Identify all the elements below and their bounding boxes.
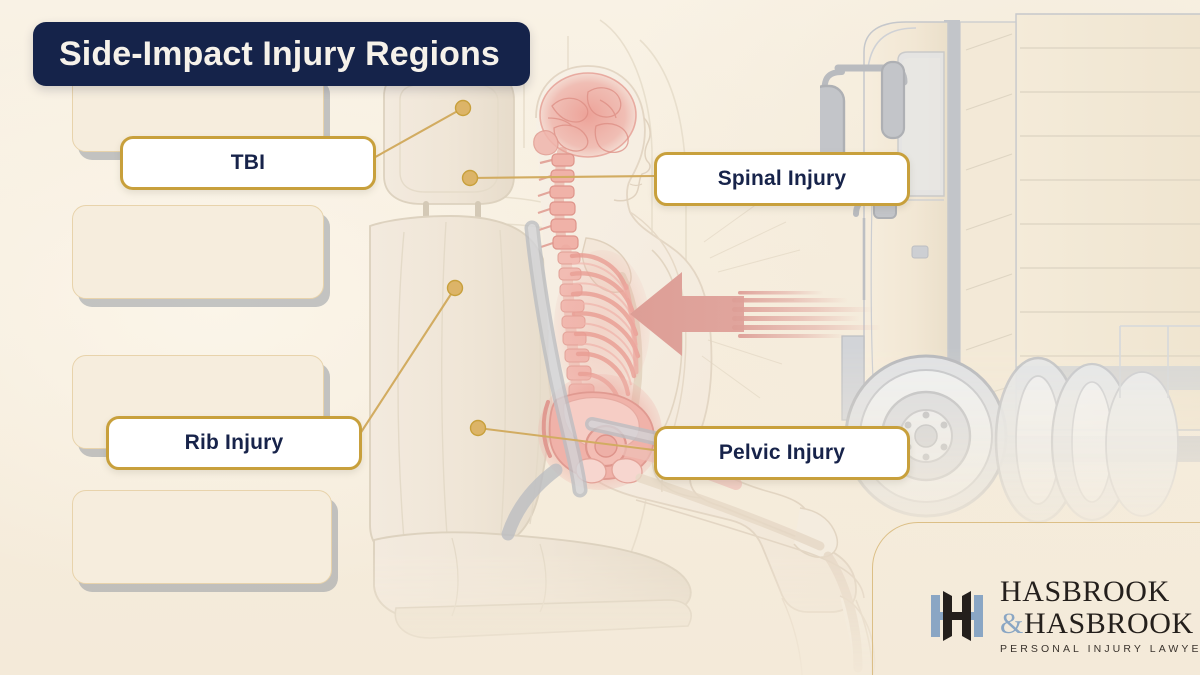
callout-spinal-injury[interactable]: Spinal Injury <box>654 152 910 206</box>
placeholder-card-second <box>72 205 324 299</box>
page-title: Side-Impact Injury Regions <box>33 22 530 86</box>
hasbrook-monogram-icon <box>931 590 983 641</box>
callout-tbi-label: TBI <box>230 151 266 174</box>
logo-tagline: PERSONAL INJURY LAWYERS <box>1000 643 1200 655</box>
logo-ampersand: & <box>1000 607 1024 640</box>
callout-spinal-injury-label: Spinal Injury <box>717 167 847 190</box>
callout-pelvic-injury-label: Pelvic Injury <box>718 441 846 464</box>
brand-logo: HASBROOK &HASBROOK PERSONAL INJURY LAWYE… <box>928 577 1200 655</box>
logo-line-1: HASBROOK <box>1000 575 1170 608</box>
callout-tbi[interactable]: TBI <box>120 136 376 190</box>
logo-wordmark: HASBROOK &HASBROOK PERSONAL INJURY LAWYE… <box>1000 577 1200 655</box>
callout-pelvic-injury[interactable]: Pelvic Injury <box>654 426 910 480</box>
callout-rib-injury-label: Rib Injury <box>184 431 284 454</box>
placeholder-card-bottom <box>72 490 332 584</box>
page-title-text: Side-Impact Injury Regions <box>59 34 500 73</box>
logo-line-2: &HASBROOK <box>1000 609 1200 639</box>
logo-corner-frame <box>872 522 1200 675</box>
logo-line-2-text: HASBROOK <box>1023 607 1194 640</box>
impact-arrow <box>620 258 882 370</box>
semi-truck-illustration <box>820 0 1200 560</box>
callout-rib-injury[interactable]: Rib Injury <box>106 416 362 470</box>
